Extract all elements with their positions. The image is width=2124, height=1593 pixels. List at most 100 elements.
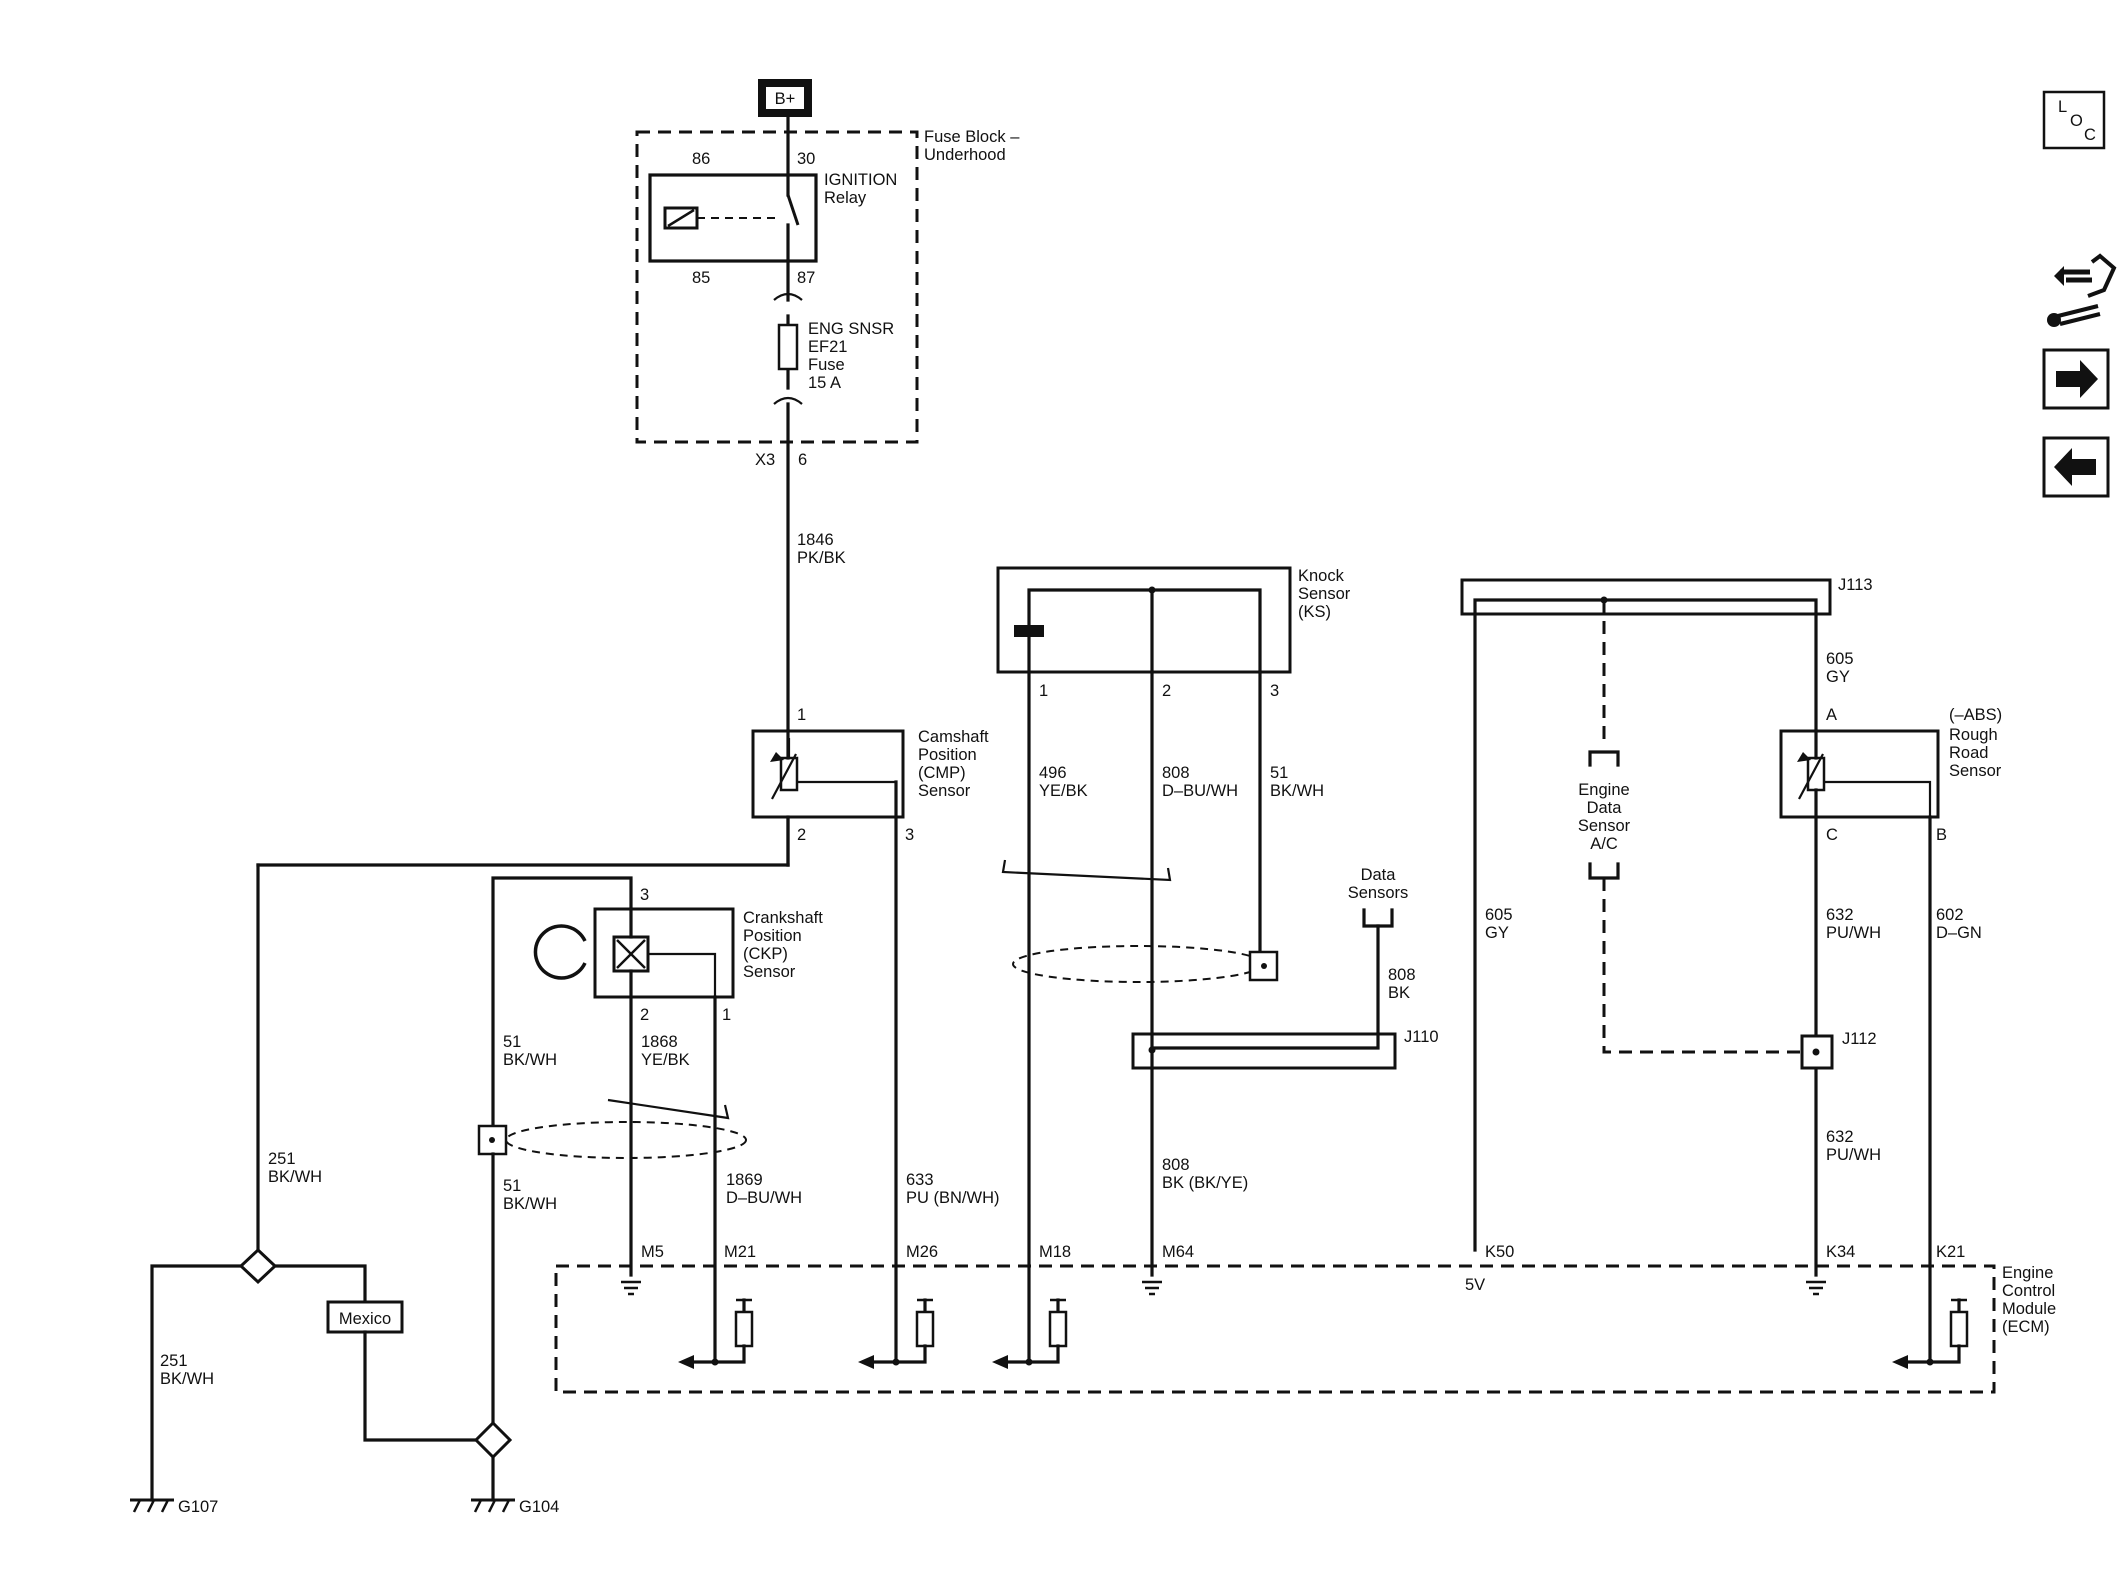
- next-page-button[interactable]: [2042, 348, 2110, 410]
- rr-label: (–ABS): [1949, 706, 2002, 724]
- wire-808a-color: D–BU/WH: [1162, 782, 1238, 800]
- loc-c-text: C: [2084, 126, 2096, 144]
- splice-j110-label: J110: [1404, 1028, 1439, 1046]
- wire-605a-num: 605: [1826, 650, 1854, 668]
- cmp-pin-2: 2: [797, 826, 806, 844]
- ecm-pin-m26: M26: [906, 1243, 938, 1261]
- ckp-label-3: (CKP): [743, 945, 788, 963]
- ecm-label-2: Control: [2002, 1282, 2055, 1300]
- splice-j110: [1131, 1032, 1397, 1070]
- splice-j113-label: J113: [1838, 576, 1873, 594]
- rr-pin-c: C: [1826, 826, 1838, 844]
- eds-label-4: A/C: [1590, 835, 1618, 853]
- wire-496-num: 496: [1039, 764, 1067, 782]
- wire-1846-num: 1846: [797, 531, 834, 549]
- arrow-right-icon: [2056, 360, 2098, 398]
- wire-808b-color: BK: [1388, 984, 1410, 1002]
- rr-pin-b: B: [1936, 826, 1947, 844]
- ckp-pin-2: 2: [640, 1006, 649, 1024]
- wire-51ks-num: 51: [1270, 764, 1288, 782]
- rr-label-4: Sensor: [1949, 762, 2002, 780]
- wire-632a-color: PU/WH: [1826, 924, 1881, 942]
- wire-251-num: 251: [268, 1150, 296, 1168]
- ks-label-3: (KS): [1298, 603, 1331, 621]
- previous-page-button[interactable]: [2042, 436, 2110, 498]
- relay-name: IGNITION: [824, 171, 897, 189]
- ckp-label-2: Position: [743, 927, 802, 945]
- ks-label: Knock: [1298, 567, 1345, 585]
- ecm-input-circuits: [678, 1298, 1969, 1369]
- ecm-label-3: Module: [2002, 1300, 2056, 1318]
- ecm-pin-m64: M64: [1162, 1243, 1194, 1261]
- cmp-label-4: Sensor: [918, 782, 971, 800]
- fuse-block-title: Fuse Block –: [924, 128, 1020, 146]
- ecm-pin-k50: K50: [1485, 1243, 1514, 1261]
- wire-1869-color: D–BU/WH: [726, 1189, 802, 1207]
- ckp-pin-1: 1: [722, 1006, 731, 1024]
- ecm-pin-k34: K34: [1826, 1243, 1855, 1261]
- ecm-pin-k21: K21: [1936, 1243, 1965, 1261]
- ground-g107-label: G107: [178, 1498, 218, 1516]
- ecm-5v-label: 5V: [1465, 1276, 1485, 1294]
- ks-pin-3: 3: [1270, 682, 1279, 700]
- location-button[interactable]: L O C: [2042, 90, 2106, 150]
- wire-51b-num: 51: [503, 1177, 521, 1195]
- battery-positive: B+: [758, 79, 812, 117]
- wire-51a-num: 51: [503, 1033, 521, 1051]
- wire-808c-num: 808: [1162, 1156, 1190, 1174]
- wire-496-color: YE/BK: [1039, 782, 1088, 800]
- ecm-boundary: [554, 1264, 1996, 1394]
- loc-o-text: O: [2070, 112, 2083, 130]
- b-plus-label: B+: [775, 90, 796, 108]
- ecm-pin-m5: M5: [641, 1243, 664, 1261]
- wire-602-color: D–GN: [1936, 924, 1982, 942]
- ecm-label: Engine: [2002, 1264, 2053, 1282]
- ckp-label: Crankshaft: [743, 909, 823, 927]
- ks-pin-1: 1: [1039, 682, 1048, 700]
- cmp-label-2: Position: [918, 746, 977, 764]
- wire-633-color: PU (BN/WH): [906, 1189, 1000, 1207]
- cmp-pin-3: 3: [905, 826, 914, 844]
- relay-pin-85: 85: [692, 269, 710, 287]
- wire-1846-color: PK/BK: [797, 549, 846, 567]
- connector-wrench-icon[interactable]: [2047, 253, 2117, 327]
- wire-1868-num: 1868: [641, 1033, 678, 1051]
- wire-605a-color: GY: [1826, 668, 1850, 686]
- rr-pin-a: A: [1826, 706, 1837, 724]
- wire-51ks-color: BK/WH: [1270, 782, 1324, 800]
- fuse-label: ENG SNSR: [808, 320, 894, 338]
- ckp-sensor: [533, 907, 735, 999]
- wire-808b-num: 808: [1388, 966, 1416, 984]
- splice-diamond-2: [473, 1420, 513, 1460]
- wire-605b-num: 605: [1485, 906, 1513, 924]
- connector-pin-6: 6: [798, 451, 807, 469]
- eds-label-3: Sensor: [1578, 817, 1631, 835]
- ckp-shield: [505, 1121, 747, 1159]
- wire-1869-num: 1869: [726, 1171, 763, 1189]
- wire-632b-color: PU/WH: [1826, 1146, 1881, 1164]
- ecm-pin-m18: M18: [1039, 1243, 1071, 1261]
- wire-51a-color: BK/WH: [503, 1051, 557, 1069]
- wire-51b-color: BK/WH: [503, 1195, 557, 1213]
- fuse-label-3: Fuse: [808, 356, 845, 374]
- rr-label-2: Rough: [1949, 726, 1998, 744]
- ignition-relay: [648, 173, 818, 263]
- ckp-label-4: Sensor: [743, 963, 796, 981]
- data-sensors-label: Data: [1361, 866, 1397, 884]
- cmp-label-3: (CMP): [918, 764, 966, 782]
- ecm-label-4: (ECM): [2002, 1318, 2050, 1336]
- fuse-label-2: EF21: [808, 338, 847, 356]
- wire-602-num: 602: [1936, 906, 1964, 924]
- wire-632b-num: 632: [1826, 1128, 1854, 1146]
- wire-808c-color: BK (BK/YE): [1162, 1174, 1248, 1192]
- data-sensors-label-2: Sensors: [1348, 884, 1409, 902]
- ecm-pin-m21: M21: [724, 1243, 756, 1261]
- relay-pin-86: 86: [692, 150, 710, 168]
- connector-x3: X3: [755, 451, 775, 469]
- ground-g107-icon: [130, 1498, 174, 1513]
- wire-251-color: BK/WH: [268, 1168, 322, 1186]
- rough-road-sensor: [1779, 729, 1940, 819]
- splice-diamond: [238, 1247, 278, 1285]
- ecm-ground-icons: [621, 1280, 1826, 1296]
